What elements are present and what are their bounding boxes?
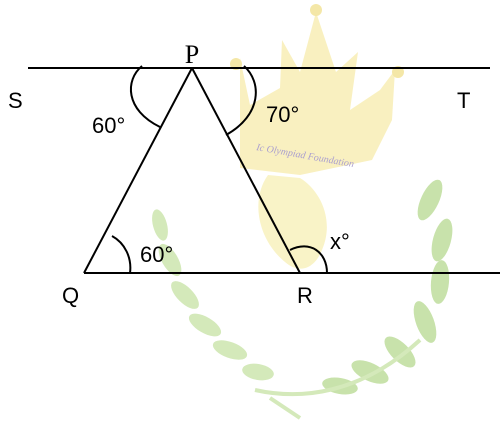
watermark-wreath-left: [152, 209, 274, 381]
point-label-q: Q: [62, 283, 79, 308]
watermark-crown-shape: [240, 12, 395, 175]
watermark-logo: Ic Olympiad Foundation: [152, 4, 453, 420]
watermark-wreath-stem: [254, 338, 422, 420]
point-label-p: P: [185, 40, 199, 69]
angle-arc-x: [289, 245, 328, 274]
angle-label-tpr: 70°: [266, 102, 299, 127]
angle-label-pqr: 60°: [140, 242, 173, 267]
point-label-r: R: [297, 283, 313, 308]
side-pr: [191, 67, 301, 274]
angle-arc-pqr: [111, 235, 132, 274]
watermark-torch-shape: [258, 175, 327, 269]
angle-arc-spq: [129, 65, 161, 128]
watermark-wreath-right: [322, 179, 453, 395]
angle-label-x: x°: [330, 229, 350, 254]
watermark-crown-jewel: [310, 4, 322, 16]
point-label-s: S: [8, 88, 23, 113]
side-pq: [83, 67, 193, 274]
point-label-t: T: [457, 88, 470, 113]
angle-arc-tpr: [225, 65, 257, 136]
angle-label-spq: 60°: [92, 113, 125, 138]
